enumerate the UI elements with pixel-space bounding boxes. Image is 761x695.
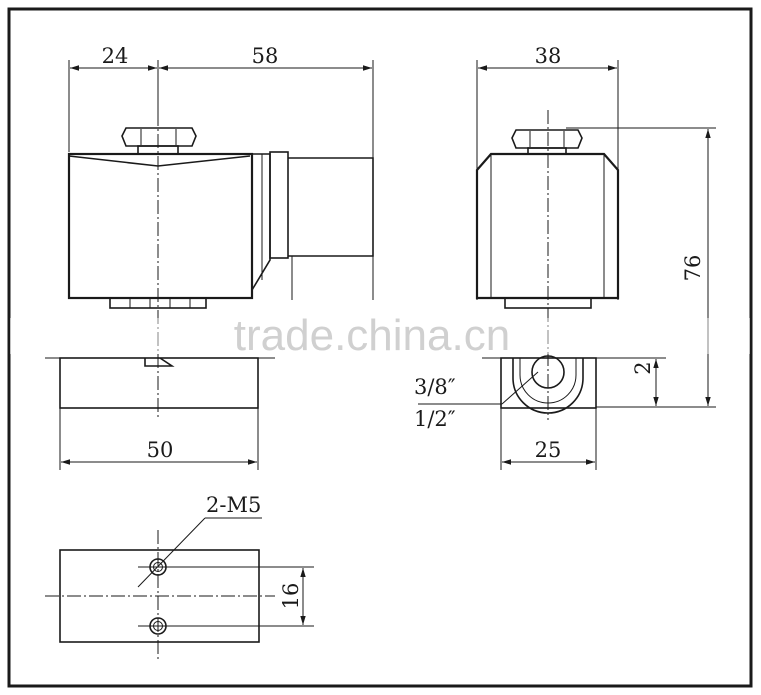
connector-housing (251, 153, 271, 291)
drawing-frame (7, 7, 753, 688)
dim-label-58: 58 (252, 44, 279, 68)
coil-body (67, 152, 254, 300)
bottom-view: 2-M5 16 (45, 493, 314, 660)
watermark-text: trade.china.cn (234, 311, 510, 360)
dim-label-38: 38 (535, 44, 562, 68)
hex-nut (121, 127, 197, 147)
dim-label-25: 25 (535, 438, 562, 462)
dim-label-24: 24 (102, 44, 129, 68)
port-size-label-a: 3/8″ (414, 375, 456, 399)
port-size-label-b: 1/2″ (414, 407, 456, 431)
dim-label-2: 2 (631, 361, 655, 374)
bottom-plate (59, 549, 260, 643)
watermark-band: trade.china.cn (10, 311, 750, 360)
dim-label-76: 76 (681, 255, 705, 282)
dim-label-50: 50 (147, 438, 174, 462)
port-opening (512, 358, 584, 414)
front-view: 24 58 50 (45, 44, 374, 470)
side-hex-nut (511, 129, 583, 149)
dim-label-16: 16 (279, 583, 303, 610)
side-view: 38 76 2 3/8″ 1/2″ (414, 44, 716, 470)
mount-thread-label: 2-M5 (206, 493, 261, 517)
